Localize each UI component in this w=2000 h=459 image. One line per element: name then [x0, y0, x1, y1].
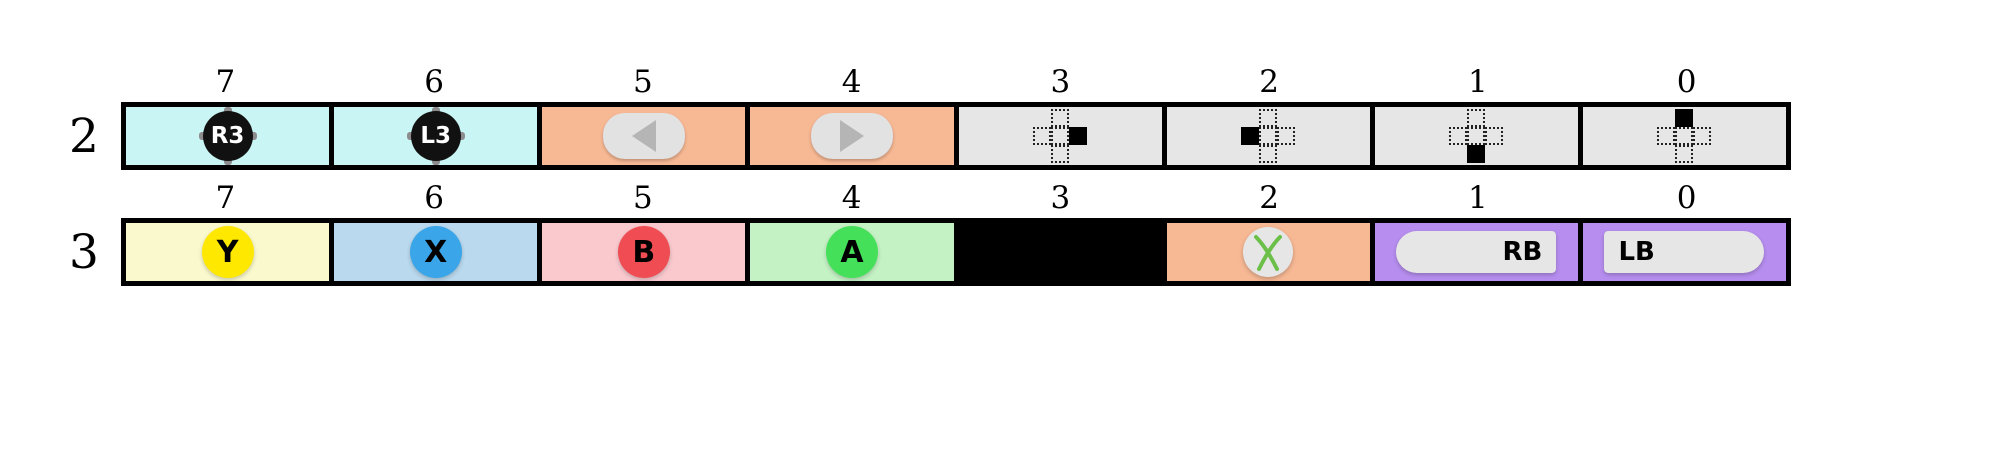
bit-cell[interactable] [1374, 107, 1583, 165]
y-button-icon: Y [201, 226, 254, 278]
bit-cells: Y X B A RB LB [121, 218, 1791, 286]
bit-index-label: 7 [215, 64, 236, 100]
bit-index-label: 2 [1259, 180, 1279, 216]
left-bumper-icon: LB [1604, 231, 1765, 273]
dpad-segment-down [1259, 145, 1278, 163]
byte-row-wrap: 2 R3 L3 [0, 102, 2000, 172]
bit-index-label: 6 [424, 180, 444, 216]
a-button-icon: A [825, 226, 878, 278]
bit-cell[interactable]: A [750, 223, 959, 281]
triangle-left-icon [631, 120, 656, 152]
dpad-segment-left [1449, 127, 1468, 145]
right-bumper-icon: RB [1396, 231, 1557, 273]
dpad-segment-up [1675, 109, 1694, 127]
triangle-right-icon [839, 120, 864, 152]
bit-cell[interactable]: LB [1582, 223, 1786, 281]
stick-label: R3 [202, 111, 253, 161]
bit-cell[interactable]: RB [1374, 223, 1583, 281]
dpad-segment-center [1051, 127, 1070, 145]
bit-index-label: 4 [841, 64, 862, 100]
byte-row-wrap: 3 Y X B A RB LB [0, 218, 2000, 288]
bit-index-label: 3 [1050, 180, 1071, 216]
dpad-segment-center [1259, 127, 1278, 145]
byte-index-label: 3 [69, 225, 99, 280]
dpad-right-icon [1033, 109, 1088, 163]
b-button-icon: B [617, 226, 670, 278]
bit-cell[interactable] [1166, 107, 1375, 165]
bit-cell[interactable]: B [542, 223, 751, 281]
dpad-segment-center [1467, 127, 1486, 145]
dpad-up-icon [1657, 109, 1712, 163]
bit-index-label: 6 [424, 64, 444, 100]
bit-cell[interactable] [1582, 107, 1786, 165]
bit-cell[interactable]: R3 [126, 107, 335, 165]
dpad-segment-left [1033, 127, 1052, 145]
bit-index-label: 4 [841, 180, 862, 216]
bit-cell[interactable] [958, 223, 1167, 281]
byte-index-label: 2 [69, 109, 99, 164]
dpad-left-icon [1241, 109, 1296, 163]
back-select-arrow-left-icon [602, 113, 685, 159]
dpad-down-icon [1449, 109, 1504, 163]
dpad-segment-down [1467, 145, 1486, 163]
dpad-segment-right [1485, 127, 1504, 145]
bit-index-label: 7 [215, 180, 236, 216]
dpad-segment-right [1277, 127, 1296, 145]
dpad-segment-right [1693, 127, 1712, 145]
dpad-segment-up [1051, 109, 1070, 127]
dpad-segment-up [1467, 109, 1486, 127]
bit-cell[interactable] [958, 107, 1167, 165]
bit-index-label: 5 [633, 64, 653, 100]
bit-index-header: 7 6 5 4 3 2 1 0 [121, 178, 1791, 218]
dpad-segment-up [1259, 109, 1278, 127]
bit-index-label: 1 [1468, 180, 1488, 216]
bumper-label: LB [1618, 237, 1655, 267]
start-arrow-right-icon [810, 113, 893, 159]
bit-cell[interactable]: Y [126, 223, 335, 281]
bit-cell[interactable] [750, 107, 959, 165]
bit-index-label: 0 [1676, 64, 1697, 100]
bit-cell[interactable]: L3 [334, 107, 543, 165]
dpad-segment-left [1241, 127, 1260, 145]
xbox-guide-icon [1243, 227, 1294, 277]
bit-cell[interactable] [542, 107, 751, 165]
dpad-segment-left [1657, 127, 1676, 145]
bit-index-label: 1 [1468, 64, 1488, 100]
left-thumbstick-icon: L3 [406, 107, 465, 165]
dpad-segment-down [1051, 145, 1070, 163]
dpad-segment-down [1675, 145, 1694, 163]
right-thumbstick-icon: R3 [198, 107, 257, 165]
stick-label: L3 [410, 111, 461, 161]
bit-cell[interactable] [1166, 223, 1375, 281]
bit-index-label: 0 [1676, 180, 1697, 216]
empty-cell [959, 223, 1162, 281]
bumper-label: RB [1502, 237, 1543, 267]
bit-index-label: 2 [1259, 64, 1279, 100]
bit-index-label: 5 [633, 180, 653, 216]
x-button-icon: X [409, 226, 462, 278]
bit-index-header: 7 6 5 4 3 2 1 0 [121, 62, 1791, 102]
bit-cells: R3 L3 [121, 102, 1791, 170]
dpad-segment-center [1675, 127, 1694, 145]
bit-index-label: 3 [1050, 64, 1071, 100]
dpad-segment-right [1069, 127, 1088, 145]
bit-cell[interactable]: X [334, 223, 543, 281]
